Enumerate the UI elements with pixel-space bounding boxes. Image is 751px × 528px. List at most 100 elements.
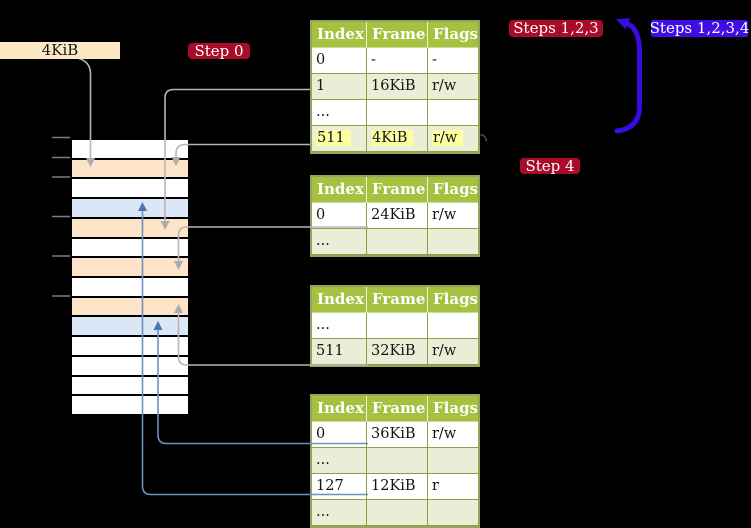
steps123-label: Steps 1,2,3 xyxy=(509,20,603,37)
cell-value: 12KiB xyxy=(371,478,416,494)
column-header-frame: Frame xyxy=(367,177,428,203)
cell-value: 511 xyxy=(316,343,344,359)
column-header-flags: Flags xyxy=(428,396,478,422)
cell-value: 36KiB xyxy=(371,426,416,442)
table-cell: 1 xyxy=(312,74,367,100)
column-header-index: Index xyxy=(312,396,367,422)
highlighted-value: 511 xyxy=(316,130,351,146)
table-cell xyxy=(428,229,478,255)
column-header-flags: Flags xyxy=(428,177,478,203)
step4-label: Step 4 xyxy=(520,158,580,174)
cell-value: r/w xyxy=(432,207,457,223)
cell-value: ... xyxy=(316,504,330,520)
table-cell: r/w xyxy=(428,203,478,229)
table-cell: 511 xyxy=(312,339,367,365)
table-cell: ... xyxy=(312,100,367,126)
table-cell: r xyxy=(428,474,478,500)
column-header-frame: Frame xyxy=(367,287,428,313)
table-cell xyxy=(428,313,478,339)
cell-value: ... xyxy=(316,104,330,120)
memory-row-13-white xyxy=(72,376,188,395)
table-cell: - xyxy=(428,48,478,74)
memory-row-10-lightblue xyxy=(72,317,188,336)
table-cell xyxy=(367,448,428,474)
cell-value: 0 xyxy=(316,52,326,68)
table-cell: 36KiB xyxy=(367,422,428,448)
highlighted-value: r/w xyxy=(432,130,464,146)
highlighted-value: 4KiB xyxy=(371,130,414,146)
table-cell: 0 xyxy=(312,48,367,74)
cell-value: r/w xyxy=(432,343,457,359)
table-cell: 16KiB xyxy=(367,74,428,100)
table-cell: 0 xyxy=(312,422,367,448)
step0-label: Step 0 xyxy=(188,43,250,59)
cell-value: ... xyxy=(316,317,330,333)
memory-row-3-white xyxy=(72,179,188,198)
cell-value: 32KiB xyxy=(371,343,416,359)
memory-row-12-white xyxy=(72,356,188,375)
table-cell: 127 xyxy=(312,474,367,500)
cell-value: - xyxy=(371,52,376,68)
cell-value: r/w xyxy=(432,78,457,94)
cell-value: ... xyxy=(316,452,330,468)
table-edge-stub xyxy=(480,133,488,142)
table-cell: 0 xyxy=(312,203,367,229)
cell-value: 16KiB xyxy=(371,78,416,94)
column-header-frame: Frame xyxy=(367,22,428,48)
memory-ticks xyxy=(52,136,70,297)
cell-value: 0 xyxy=(316,207,326,223)
memory-row-14-white xyxy=(72,396,188,415)
table-cell: ... xyxy=(312,313,367,339)
column-header-flags: Flags xyxy=(428,22,478,48)
memory-row-5-peach xyxy=(72,218,188,237)
table-cell: ... xyxy=(312,500,367,526)
memory-row-8-white xyxy=(72,278,188,296)
table-cell xyxy=(428,448,478,474)
table-cell xyxy=(428,500,478,526)
table-cell: - xyxy=(367,48,428,74)
column-header-frame: Frame xyxy=(367,396,428,422)
memory-row-9-peach xyxy=(72,297,188,316)
memory-row-4-lightblue xyxy=(72,199,188,217)
memory-row-11-white xyxy=(72,337,188,355)
table-cell: r/w xyxy=(428,74,478,100)
cell-value: 1 xyxy=(316,78,326,94)
table-cell: 32KiB xyxy=(367,339,428,365)
steps1234-label: Steps 1,2,3,4 xyxy=(649,19,750,37)
memory-row-7-peach xyxy=(72,258,188,277)
steps-loop-arrow xyxy=(614,18,642,134)
table-cell: 24KiB xyxy=(367,203,428,229)
memory-column xyxy=(70,138,190,416)
table-cell xyxy=(367,100,428,126)
cell-value: 24KiB xyxy=(371,207,416,223)
column-header-index: Index xyxy=(312,287,367,313)
table-cell: 4KiB xyxy=(367,126,428,152)
arrow-l1-entry511-to-frame4k xyxy=(171,143,310,166)
table-cell: r/w xyxy=(428,339,478,365)
table-cell: r/w xyxy=(428,422,478,448)
table-cell: r/w xyxy=(428,126,478,152)
column-header-flags: Flags xyxy=(428,287,478,313)
cell-value: r xyxy=(432,478,439,494)
table-cell: ... xyxy=(312,229,367,255)
cell-value: r/w xyxy=(432,426,457,442)
cell-value: ... xyxy=(316,233,330,249)
table-cell xyxy=(367,229,428,255)
table-cell xyxy=(367,500,428,526)
memory-row-2-peach xyxy=(72,159,188,178)
table-cell: 511 xyxy=(312,126,367,152)
table-cell xyxy=(428,100,478,126)
table-cell xyxy=(367,313,428,339)
page-size-label: 4KiB xyxy=(0,42,120,59)
memory-row-6-white xyxy=(72,238,188,257)
table-cell: ... xyxy=(312,448,367,474)
table-cell: 12KiB xyxy=(367,474,428,500)
cell-value: 0 xyxy=(316,426,326,442)
cell-value: 127 xyxy=(316,478,344,494)
column-header-index: Index xyxy=(312,22,367,48)
